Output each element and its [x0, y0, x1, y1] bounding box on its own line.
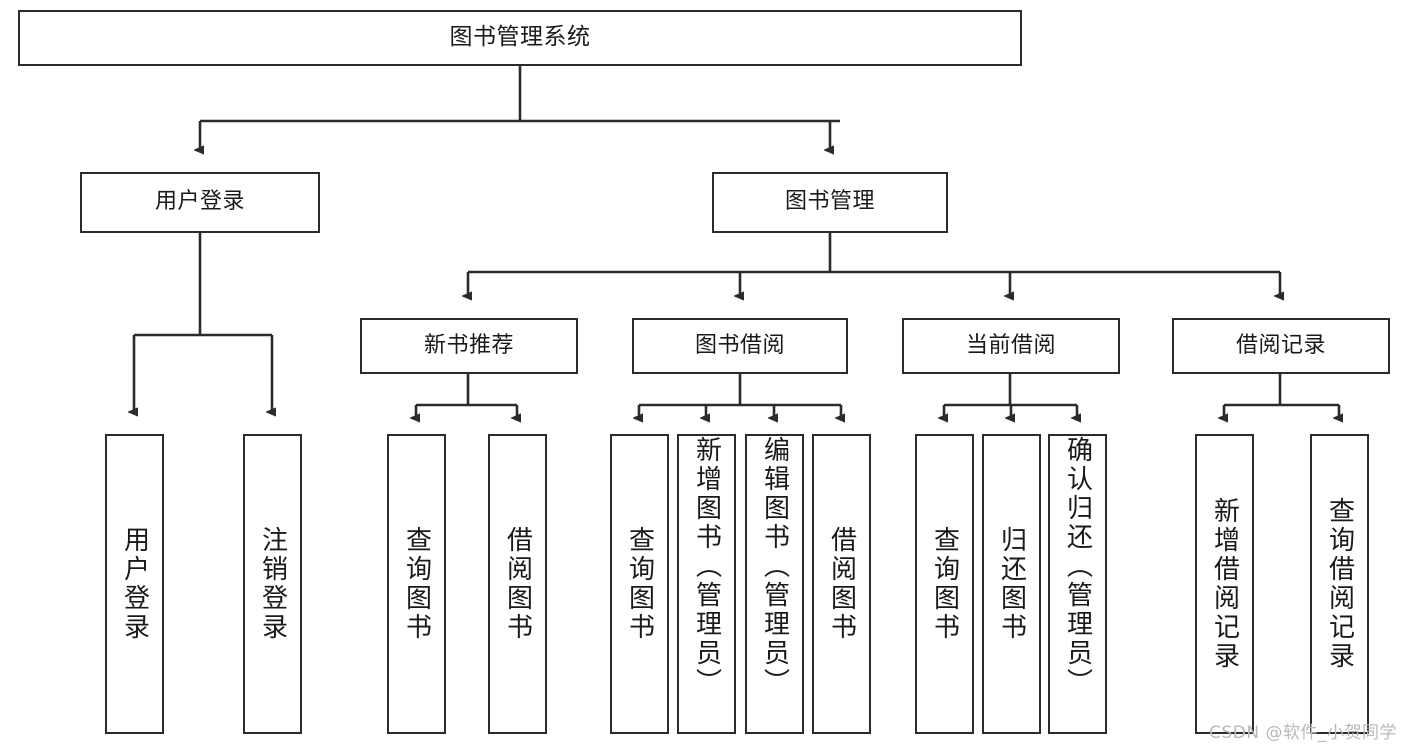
node-current-borrow[interactable]: 当前借阅 [902, 318, 1120, 374]
node-new-book-recommend[interactable]: 新书推荐 [360, 318, 578, 374]
leaf-label: 借阅图书 [826, 526, 857, 642]
leaf-label: 用户登录 [119, 526, 150, 642]
leaf-book-borrow-edit[interactable]: 编辑图书（管理员） [745, 434, 804, 734]
node-current-borrow-label: 当前借阅 [965, 332, 1056, 358]
node-book-borrow-label: 图书借阅 [694, 332, 785, 358]
node-new-book-recommend-label: 新书推荐 [423, 332, 514, 358]
leaf-user-login-signin[interactable]: 用户登录 [105, 434, 164, 734]
leaf-label: 查询借阅记录 [1324, 497, 1355, 671]
node-book-manage[interactable]: 图书管理 [712, 172, 948, 233]
node-user-login-label: 用户登录 [154, 189, 245, 215]
node-borrow-record-label: 借阅记录 [1235, 332, 1326, 358]
leaf-label: 归还图书 [996, 526, 1027, 642]
leaf-label: 查询图书 [401, 526, 432, 642]
leaf-new-book-query[interactable]: 查询图书 [387, 434, 446, 734]
leaf-label: 新增图书（管理员） [691, 436, 722, 697]
leaf-book-borrow-query[interactable]: 查询图书 [610, 434, 669, 734]
leaf-borrow-record-query[interactable]: 查询借阅记录 [1310, 434, 1369, 734]
node-borrow-record[interactable]: 借阅记录 [1172, 318, 1390, 374]
leaf-label: 查询图书 [624, 526, 655, 642]
leaf-current-borrow-return[interactable]: 归还图书 [982, 434, 1041, 734]
leaf-user-login-signout[interactable]: 注销登录 [243, 434, 302, 734]
leaf-label: 注销登录 [257, 526, 288, 642]
watermark: CSDN @软件_小贺同学 [1209, 723, 1397, 743]
node-root[interactable]: 图书管理系统 [18, 10, 1022, 66]
leaf-current-borrow-query[interactable]: 查询图书 [915, 434, 974, 734]
leaf-label: 编辑图书（管理员） [759, 436, 790, 697]
leaf-book-borrow-borrow[interactable]: 借阅图书 [812, 434, 871, 734]
node-root-label: 图书管理系统 [449, 24, 591, 51]
leaf-new-book-borrow[interactable]: 借阅图书 [488, 434, 547, 734]
leaf-current-borrow-confirm-return[interactable]: 确认归还（管理员） [1048, 434, 1107, 734]
leaf-label: 新增借阅记录 [1209, 497, 1240, 671]
leaf-book-borrow-add[interactable]: 新增图书（管理员） [677, 434, 736, 734]
node-book-borrow[interactable]: 图书借阅 [632, 318, 848, 374]
leaf-label: 借阅图书 [502, 526, 533, 642]
leaf-borrow-record-add[interactable]: 新增借阅记录 [1195, 434, 1254, 734]
node-user-login[interactable]: 用户登录 [80, 172, 320, 233]
leaf-label: 确认归还（管理员） [1062, 436, 1093, 697]
node-book-manage-label: 图书管理 [784, 189, 875, 215]
leaf-label: 查询图书 [929, 526, 960, 642]
